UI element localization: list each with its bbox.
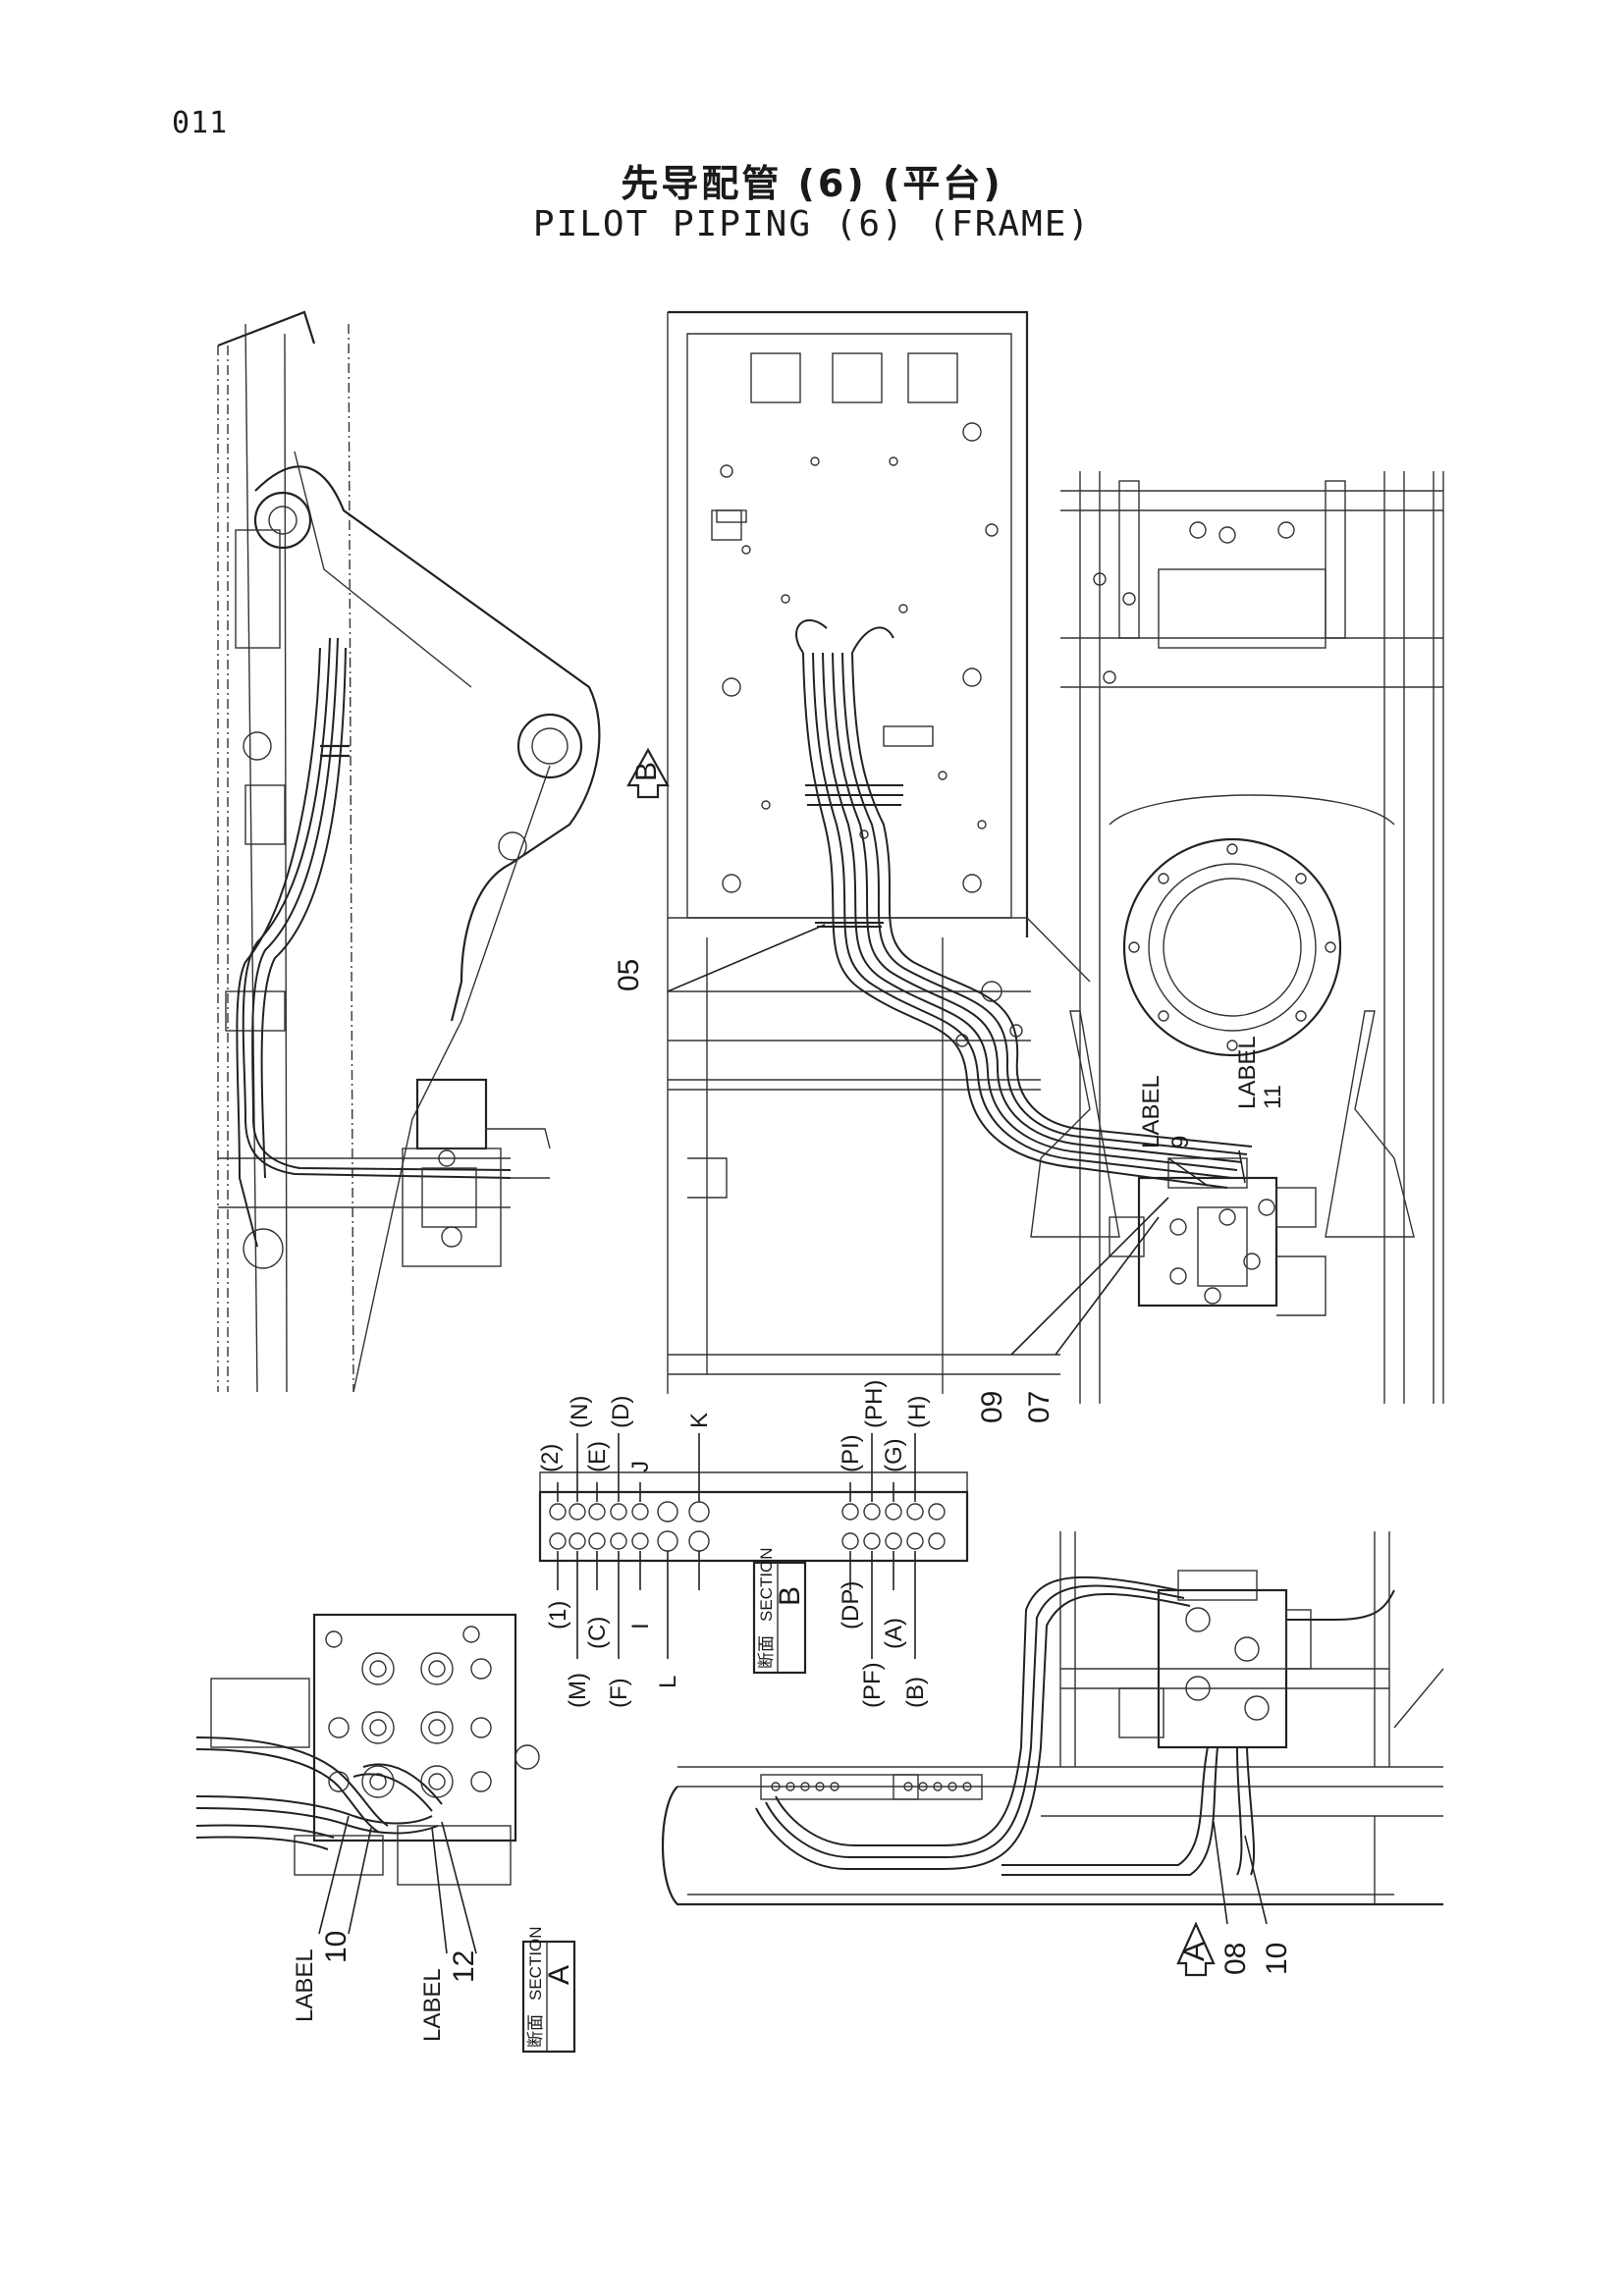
label-section-a-1: LABEL: [292, 1949, 318, 2022]
port-c: (C): [584, 1617, 611, 1649]
view-a-letter: A: [1178, 1942, 1211, 1961]
port-j: J: [627, 1461, 654, 1472]
callout-05: 05: [613, 959, 645, 991]
port-a: (A): [881, 1618, 907, 1649]
section-b-connector-view: (2) (N) (E) (D) J K (PI) (PH) (G) (H) (1…: [537, 1380, 969, 1708]
port-ph: (PH): [861, 1380, 888, 1428]
section-a-box-letter: A: [543, 1965, 575, 1985]
callout-07: 07: [1023, 1391, 1056, 1423]
left-frame-view: [217, 310, 601, 1393]
rear-frame-fittings: [771, 1782, 972, 1791]
view-b-marker: B: [626, 747, 670, 799]
section-a-ports: [325, 1626, 540, 1798]
port-2: (2): [537, 1444, 564, 1472]
section-a-box-cn: 断面: [526, 2014, 545, 2048]
view-b-letter: B: [630, 762, 663, 781]
view-a-marker: A: [1176, 1921, 1216, 1977]
port-k: K: [686, 1413, 713, 1428]
port-b: (B): [902, 1677, 929, 1708]
section-a-box-en: SECTION: [526, 1926, 545, 2001]
bearing-bolt-ring: [1128, 843, 1336, 1051]
port-i: I: [627, 1623, 654, 1629]
port-e: (E): [584, 1441, 611, 1472]
port-l: L: [655, 1676, 681, 1688]
label-section-a-2: LABEL: [419, 1968, 446, 2042]
port-h: (H): [904, 1396, 931, 1428]
callout-10-bottom: 10: [1261, 1943, 1293, 1975]
port-pf: (PF): [859, 1662, 886, 1708]
section-b-box-en: SECTION: [757, 1547, 776, 1622]
platform-plan-view: B: [626, 310, 1444, 1404]
port-pi: (PI): [838, 1434, 864, 1472]
callout-12: 12: [448, 1950, 480, 1983]
label-top-1: LABEL: [1138, 1075, 1164, 1148]
page-number: 011: [172, 106, 229, 140]
port-f: (F): [606, 1678, 632, 1708]
section-b-box-letter: B: [774, 1586, 806, 1606]
section-b-fittings: [549, 1501, 946, 1552]
port-m: (M): [565, 1673, 591, 1708]
rear-frame-view: 08 10 A: [661, 1531, 1444, 1977]
title-english: PILOT PIPING (6) (FRAME): [532, 204, 1092, 244]
callout-08: 08: [1219, 1943, 1252, 1975]
title-chinese: 先导配管 (6) (平台): [621, 162, 1003, 205]
callout-11: 11: [1260, 1085, 1286, 1109]
section-b-box: 断面 SECTION B: [752, 1547, 807, 1675]
top-view-callouts: 05 09 07 LABEL 9 LABEL 11: [613, 924, 1286, 1423]
port-n: (N): [567, 1396, 593, 1428]
section-a-valve-view: LABEL 10 LABEL 12 断面 SECTION A: [195, 1613, 576, 2054]
port-1: (1): [545, 1601, 571, 1629]
port-dp: (DP): [838, 1581, 864, 1629]
callout-09: 09: [976, 1391, 1008, 1423]
bolt-pattern: [720, 422, 1023, 1047]
label-top-2: LABEL: [1234, 1036, 1261, 1109]
callout-10-section: 10: [320, 1931, 352, 1963]
port-d: (D): [608, 1396, 634, 1428]
callout-9-top: 9: [1167, 1136, 1194, 1148]
port-g: (G): [881, 1438, 907, 1472]
section-b-box-cn: 断面: [757, 1635, 776, 1669]
section-a-box: 断面 SECTION A: [521, 1926, 576, 2054]
